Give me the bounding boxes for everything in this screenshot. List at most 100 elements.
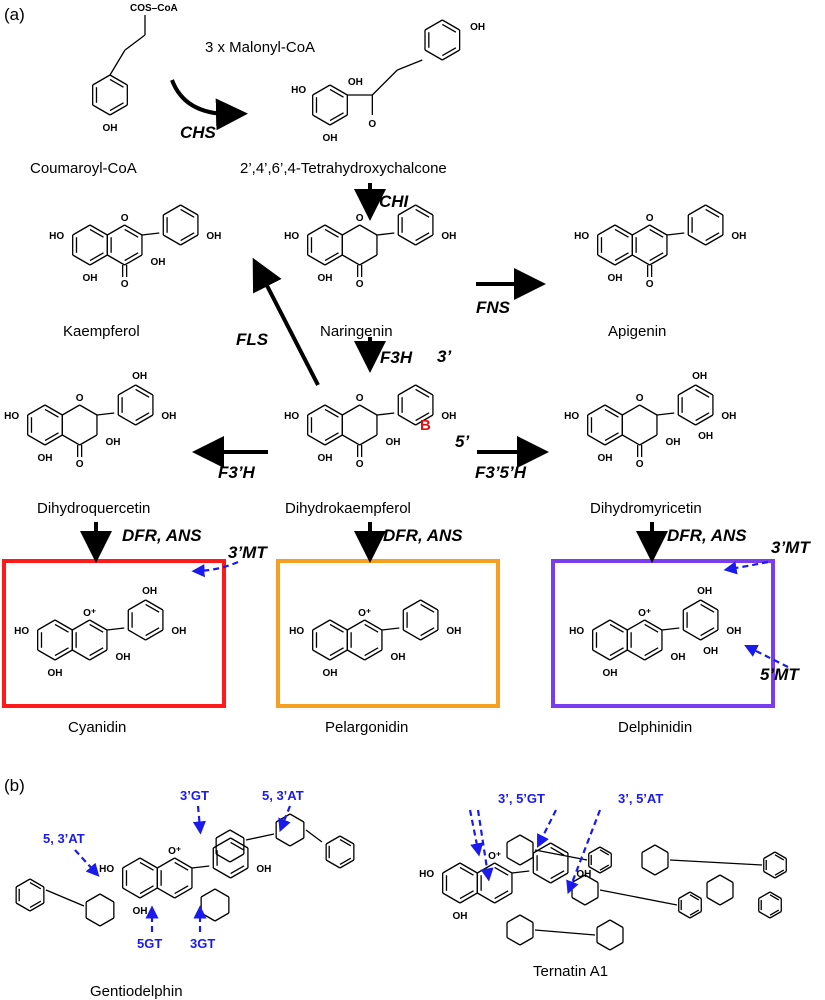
atom-label: OH bbox=[731, 231, 746, 242]
atom-label: OH bbox=[598, 453, 613, 464]
bond bbox=[109, 78, 124, 88]
bond bbox=[174, 885, 189, 895]
bond bbox=[135, 388, 150, 398]
bond bbox=[106, 627, 125, 631]
bond bbox=[156, 887, 175, 899]
atom-label: O bbox=[76, 393, 84, 404]
atom-label: OH bbox=[323, 133, 338, 144]
atom-label: O bbox=[121, 213, 129, 224]
atom-label: OH bbox=[665, 437, 680, 448]
bond bbox=[758, 891, 771, 900]
bond bbox=[584, 874, 599, 884]
atom-label: O bbox=[356, 459, 364, 470]
bond bbox=[37, 619, 56, 631]
bond bbox=[145, 627, 160, 637]
bond bbox=[459, 892, 478, 904]
bond bbox=[506, 936, 521, 946]
bond bbox=[79, 404, 98, 416]
bond bbox=[44, 404, 63, 416]
bond bbox=[609, 919, 624, 929]
bond bbox=[214, 912, 230, 922]
atom-label: O bbox=[368, 119, 376, 130]
bond bbox=[174, 887, 193, 899]
atom-label: OH bbox=[103, 123, 118, 134]
bond bbox=[639, 404, 658, 416]
bond bbox=[324, 228, 339, 238]
bond bbox=[329, 112, 344, 122]
bond bbox=[441, 19, 460, 31]
atom-label: HO bbox=[284, 231, 299, 242]
bond bbox=[705, 208, 720, 218]
bond bbox=[174, 857, 193, 869]
bond bbox=[162, 204, 181, 216]
bond bbox=[402, 599, 421, 611]
bond bbox=[329, 88, 344, 98]
bond bbox=[92, 104, 111, 116]
bond bbox=[599, 849, 610, 856]
bond bbox=[139, 887, 158, 899]
bond bbox=[415, 414, 434, 426]
bond bbox=[604, 404, 623, 416]
bond bbox=[54, 623, 69, 633]
bond bbox=[550, 842, 569, 854]
bond bbox=[689, 891, 702, 900]
bond bbox=[359, 254, 378, 266]
bond bbox=[678, 910, 691, 919]
compound-pelargonidin: Pelargonidin bbox=[325, 719, 408, 736]
atom-label: O bbox=[121, 279, 129, 290]
bond bbox=[364, 619, 383, 631]
bond bbox=[275, 813, 291, 823]
bond bbox=[476, 892, 495, 904]
bond bbox=[588, 846, 601, 855]
bond bbox=[609, 619, 628, 631]
bond bbox=[609, 647, 624, 657]
bond bbox=[364, 649, 383, 661]
atom-label: O bbox=[356, 213, 364, 224]
bond bbox=[61, 434, 80, 446]
bond bbox=[614, 254, 633, 266]
bond bbox=[678, 891, 691, 900]
bond bbox=[174, 861, 189, 871]
bond bbox=[124, 252, 139, 262]
bond bbox=[329, 647, 344, 657]
enzyme-5mt-de: 5’MT bbox=[760, 665, 800, 684]
bond bbox=[695, 412, 710, 422]
atom-label: OH bbox=[161, 411, 176, 422]
bond bbox=[180, 232, 195, 242]
bond bbox=[341, 254, 360, 266]
bond bbox=[376, 412, 395, 416]
bond bbox=[631, 254, 650, 266]
bond bbox=[145, 629, 164, 641]
bond bbox=[649, 228, 664, 238]
bond bbox=[609, 941, 624, 951]
ternatin-at35: 3’, 5’AT bbox=[618, 791, 663, 806]
ternatin-gt35: 3’, 5’GT bbox=[498, 791, 545, 806]
bond bbox=[769, 910, 782, 919]
bond bbox=[682, 599, 701, 611]
bond bbox=[145, 603, 160, 613]
gentio-at-left: 5, 3’AT bbox=[43, 831, 85, 846]
bond bbox=[534, 929, 596, 936]
atom-label: HO bbox=[569, 626, 584, 637]
bond bbox=[700, 603, 715, 613]
compound-gentiodelphin: Gentiodelphin bbox=[90, 983, 183, 1000]
bond bbox=[364, 647, 379, 657]
atom-label: OH bbox=[576, 869, 591, 880]
atom-label: HO bbox=[289, 626, 304, 637]
bond bbox=[109, 102, 124, 112]
bond bbox=[621, 404, 640, 416]
atom-label: O⁺ bbox=[488, 851, 501, 862]
atom-label: OH bbox=[726, 626, 741, 637]
coa-label: COS–CoA bbox=[130, 3, 178, 14]
bond bbox=[329, 649, 348, 661]
bond bbox=[424, 19, 443, 31]
bond bbox=[117, 414, 136, 426]
atom-label: O⁺ bbox=[168, 846, 181, 857]
bond bbox=[29, 902, 45, 912]
bond bbox=[649, 252, 664, 262]
bond bbox=[339, 859, 355, 869]
atom-label: HO bbox=[99, 864, 114, 875]
bond bbox=[54, 619, 73, 631]
bond bbox=[44, 408, 59, 418]
bond bbox=[596, 941, 611, 951]
